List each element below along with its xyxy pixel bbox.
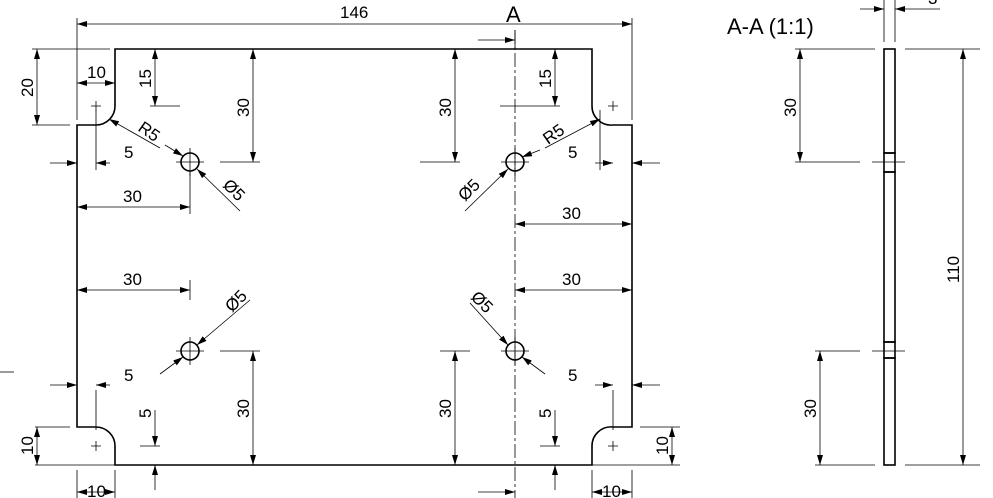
dim-section-hole-bottom: 30 (801, 399, 820, 418)
dim-vert-bottom-left: 5 (136, 409, 155, 418)
plate-outline (76, 48, 633, 466)
dim-radius-top-left: R5 (135, 118, 164, 146)
dim-hole-y-bottom-left: 30 (234, 399, 253, 418)
dim-notch-width-bottom-right: 10 (602, 482, 621, 498)
dim-hole-y-top-right: 30 (436, 98, 455, 117)
dim-hole-x-top-right: 30 (562, 204, 581, 223)
section-title: A-A (1:1) (727, 14, 814, 39)
dim-hole-x-bottom-left: 30 (123, 270, 142, 289)
dim-radius-top-right: R5 (539, 120, 568, 148)
holes (91, 101, 618, 451)
dim-notch-height-left: 20 (18, 78, 37, 97)
dim-notch-depth-top-left: 15 (136, 69, 155, 88)
dim-notch-width-bottom-left: 10 (87, 482, 106, 498)
dim-offset-top-right: 5 (568, 143, 577, 162)
dim-offset-bottom-right: 5 (568, 366, 577, 385)
dim-dia-bottom-left: Ø5 (221, 286, 250, 315)
dim-section-hole-top: 30 (781, 98, 800, 117)
dim-notch-height-bottom-right: 10 (653, 436, 672, 455)
dim-hole-y-top-left: 30 (234, 98, 253, 117)
dim-hole-y-bottom-right: 30 (436, 399, 455, 418)
dim-hole-x-bottom-right: 30 (562, 270, 581, 289)
dim-notch-depth-top-right: 15 (536, 69, 555, 88)
dim-overall-width: 146 (340, 3, 368, 22)
dim-hole-x-top-left: 30 (123, 187, 142, 206)
dim-section-height: 110 (944, 256, 963, 283)
dim-offset-bottom-left: 5 (124, 366, 133, 385)
dim-vert-bottom-right: 5 (536, 409, 555, 418)
dim-offset-top-left: 5 (124, 143, 133, 162)
section-view (795, 0, 980, 466)
dim-dia-top-left: Ø5 (219, 175, 248, 204)
dim-section-thickness: 3 (928, 0, 937, 8)
dim-notch-width-top-left: 10 (87, 63, 106, 82)
section-marker-label: A (506, 2, 521, 27)
dim-dia-top-right: Ø5 (454, 175, 483, 204)
dim-dia-bottom-right: Ø5 (467, 287, 496, 316)
dim-notch-height-bottom-left: 10 (18, 436, 37, 455)
